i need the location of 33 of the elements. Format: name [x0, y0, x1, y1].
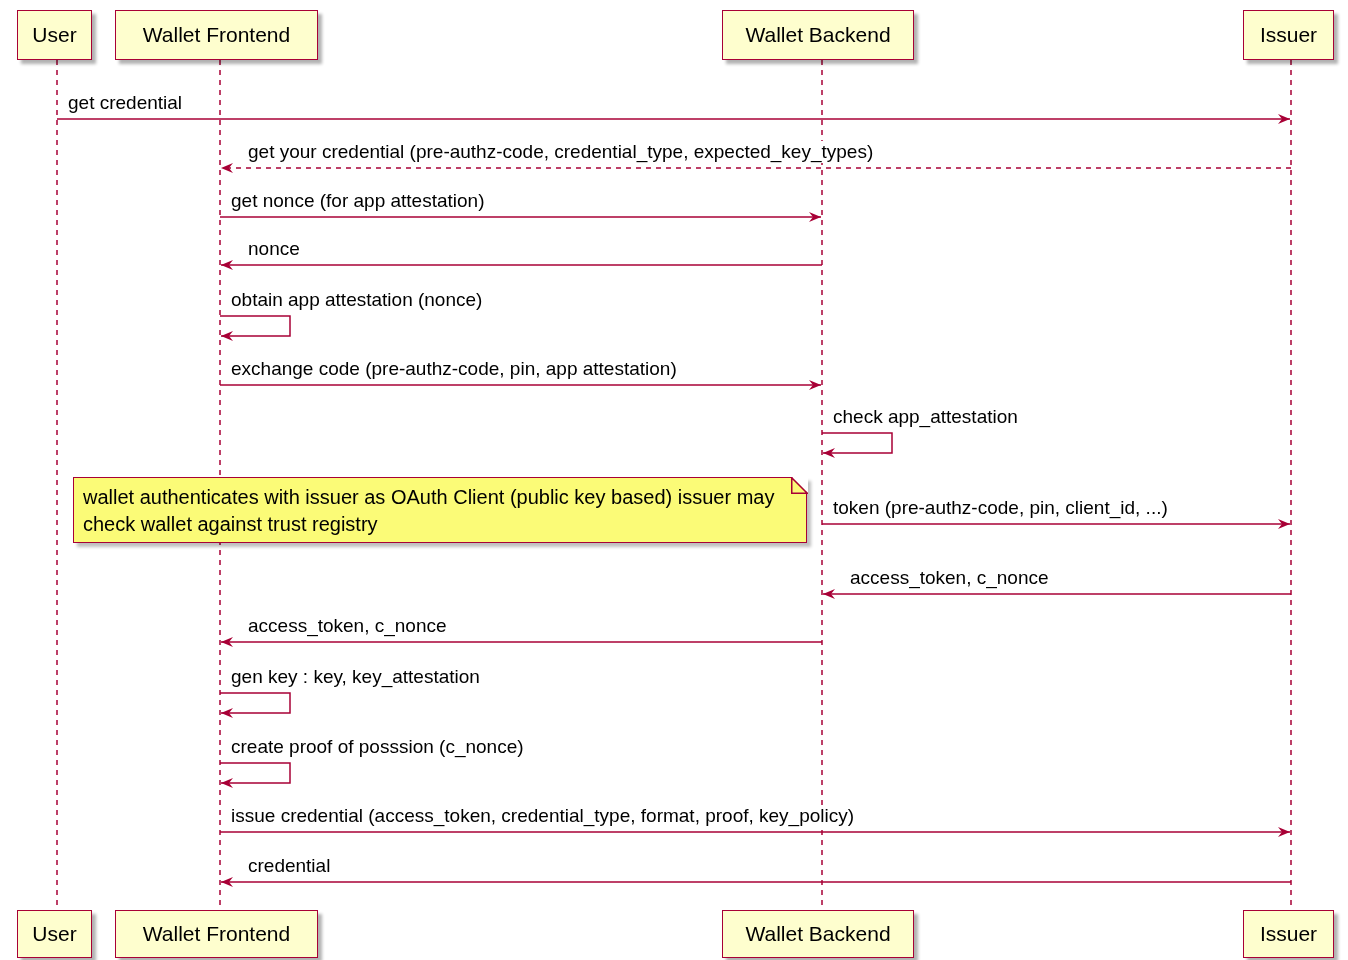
message-arrow [219, 827, 1291, 837]
participant-box [17, 910, 92, 958]
message-arrow [220, 637, 823, 647]
message-label: get your credential (pre-authz-code, credential_type, expected_key_types) [247, 141, 875, 163]
message-arrow [219, 380, 822, 390]
message-arrow [219, 692, 291, 718]
message-arrow [822, 589, 1292, 599]
message-arrow [821, 519, 1291, 529]
participant-box [1243, 910, 1334, 958]
participant-box [1243, 10, 1334, 60]
note-text: wallet authenticates with issuer as OAuth Client (public key based) issuer may check wallet against trust registry [83, 485, 776, 537]
message-arrow [219, 315, 291, 341]
participant-name: User [32, 23, 77, 47]
participant-name: Wallet Frontend [142, 23, 291, 47]
participant-name: Wallet Backend [745, 23, 891, 47]
message-arrow [56, 114, 1291, 124]
participant-box [722, 10, 914, 60]
participant-name: Wallet Backend [745, 922, 891, 946]
message-arrow [220, 163, 1292, 173]
participant-box [115, 910, 318, 958]
participant-box [722, 910, 914, 958]
message-arrow [219, 762, 291, 788]
participant-box [17, 10, 92, 60]
participant-name: Issuer [1259, 922, 1318, 946]
participant-box [115, 10, 318, 60]
participant-name: User [32, 922, 77, 946]
message-arrow [821, 432, 893, 458]
note [73, 477, 807, 543]
message-arrow [219, 212, 822, 222]
message-arrow [220, 877, 1292, 887]
participant-name: Wallet Frontend [142, 922, 291, 946]
message-arrow [220, 260, 823, 270]
participant-name: Issuer [1259, 23, 1318, 47]
